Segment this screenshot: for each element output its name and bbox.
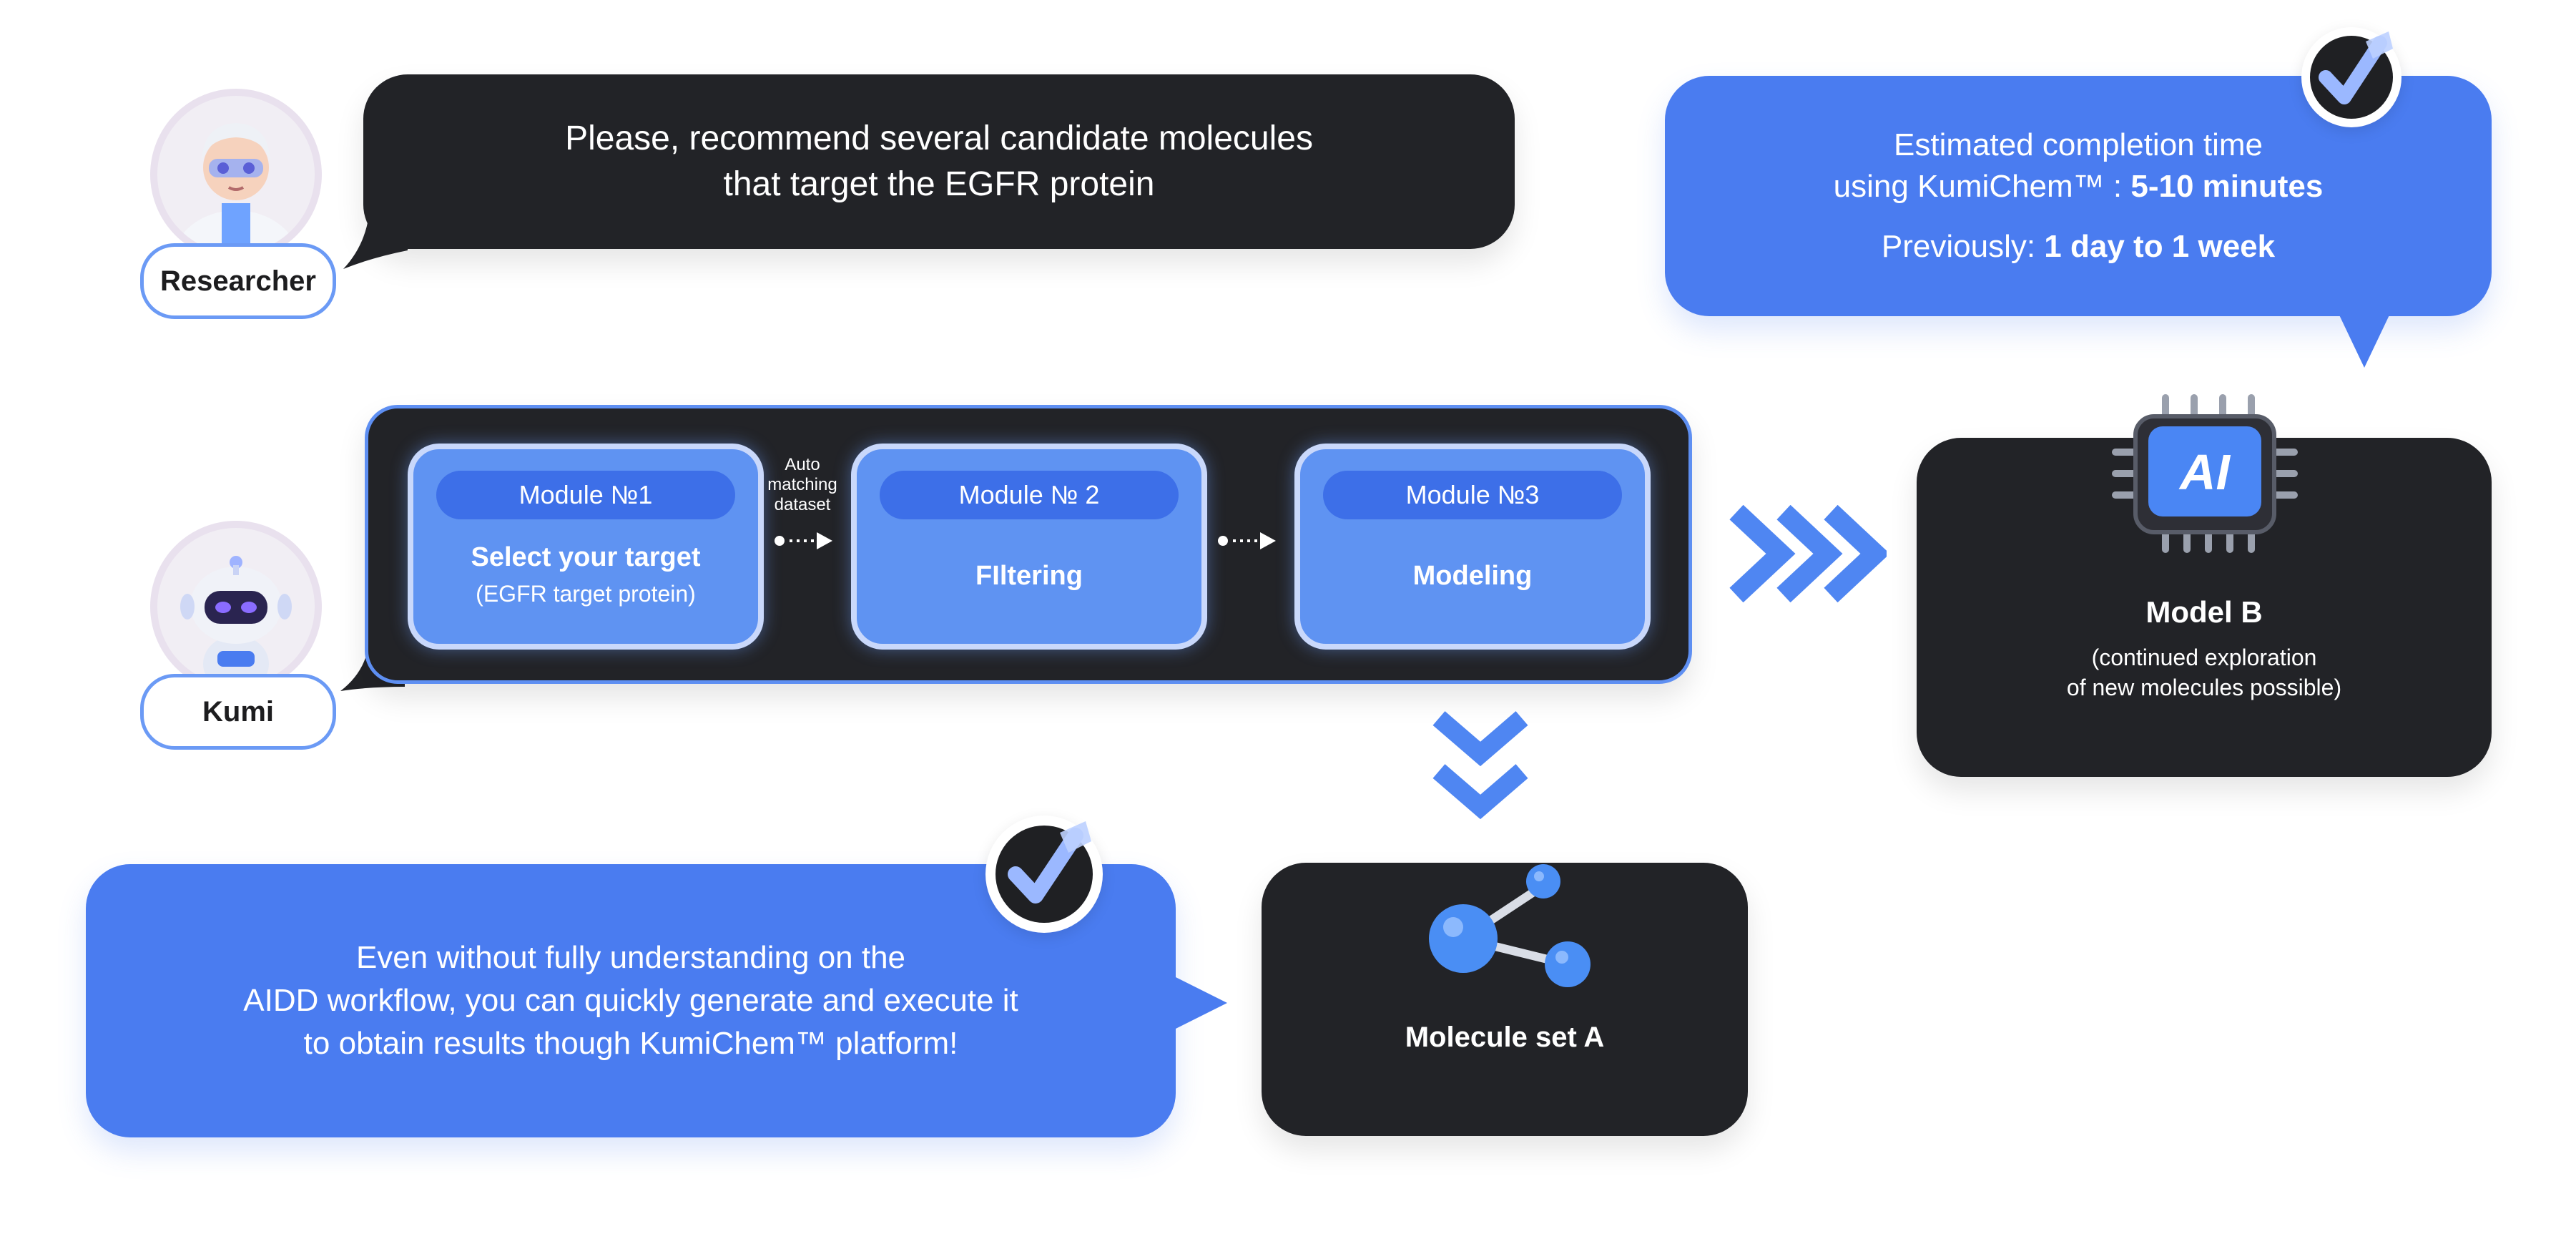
model-b-desc-line-1: (continued exploration bbox=[2091, 645, 2317, 670]
estimate-line-2-bold: 5-10 minutes bbox=[2130, 169, 2324, 204]
module-2-header: Module № 2 bbox=[880, 471, 1179, 519]
checkmark-icon bbox=[996, 821, 1093, 923]
estimate-line-3-bold: 1 day to 1 week bbox=[2044, 229, 2276, 264]
auto-label-line-2: matching bbox=[767, 475, 837, 494]
molecule-icon bbox=[1429, 864, 1591, 987]
aidd-line-2: AIDD workflow, you can quickly generate … bbox=[243, 983, 1018, 1018]
model-b-title: Model B bbox=[2145, 595, 2263, 629]
estimate-bubble: Estimated completion time using KumiChem… bbox=[1665, 76, 2492, 316]
connector-arrow-1-icon bbox=[775, 532, 832, 549]
researcher-bubble-tail bbox=[343, 215, 408, 269]
model-b-desc-line-2: of new molecules possible) bbox=[2066, 675, 2342, 700]
auto-label-line-3: dataset bbox=[774, 495, 831, 514]
connector-arrow-2-icon bbox=[1218, 532, 1276, 549]
chevrons-right-icon bbox=[1729, 505, 1887, 602]
estimate-check-badge bbox=[2301, 27, 2402, 127]
estimate-line-2: using KumiChem™ : 5-10 minutes bbox=[1834, 166, 2324, 207]
module-1-header: Module №1 bbox=[436, 471, 735, 519]
module-3-header: Module №3 bbox=[1323, 471, 1622, 519]
module-2-card[interactable]: Module № 2 FIltering bbox=[851, 444, 1207, 650]
researcher-avatar bbox=[150, 89, 322, 260]
robot-icon bbox=[180, 556, 292, 685]
estimate-line-2-prefix: using KumiChem™ : bbox=[1833, 169, 2131, 204]
module-3-card[interactable]: Module №3 Modeling bbox=[1294, 444, 1651, 650]
module-1-title: Select your target bbox=[471, 542, 701, 572]
estimate-line-3-prefix: Previously: bbox=[1881, 229, 2045, 264]
molecule-set-title: Molecule set A bbox=[1405, 1022, 1605, 1053]
estimate-line-3: Previously: 1 day to 1 week bbox=[1882, 226, 2275, 268]
module-2-title: FIltering bbox=[975, 561, 1083, 591]
researcher-label: Researcher bbox=[140, 243, 336, 319]
kumi-label: Kumi bbox=[140, 674, 336, 750]
module-1-card[interactable]: Module №1 Select your target (EGFR targe… bbox=[408, 444, 764, 650]
module-3-title: Modeling bbox=[1412, 561, 1533, 591]
aidd-bubble-tail bbox=[1170, 974, 1227, 1032]
researcher-figure-icon bbox=[172, 123, 300, 253]
aidd-check-badge bbox=[985, 816, 1103, 933]
researcher-message-bubble: Please, recommend several candidate mole… bbox=[363, 74, 1515, 249]
module-1-subtitle: (EGFR target protein) bbox=[476, 581, 696, 607]
ai-chip-text: AI bbox=[2178, 444, 2231, 500]
auto-label-line-1: Auto bbox=[785, 455, 820, 474]
kumi-avatar bbox=[150, 521, 322, 692]
aidd-line-1: Even without fully understanding on the bbox=[355, 940, 906, 975]
chevrons-down-icon bbox=[1432, 711, 1528, 820]
estimate-line-1: Estimated completion time bbox=[1894, 127, 2263, 162]
model-b-description: (continued exploration of new molecules … bbox=[1917, 642, 2492, 702]
estimate-bubble-tail bbox=[2336, 308, 2393, 368]
molecule-set-card[interactable]: Molecule set A bbox=[1262, 863, 1748, 1136]
checkmark-icon bbox=[2310, 31, 2393, 119]
model-b-card[interactable]: AI Model B (continued exploration of new… bbox=[1917, 394, 2492, 777]
ai-chip-icon: AI bbox=[2112, 394, 2298, 553]
researcher-message-line-1: Please, recommend several candidate mole… bbox=[565, 119, 1313, 157]
aidd-line-3: to obtain results though KumiChem™ platf… bbox=[303, 1026, 958, 1061]
aidd-message-bubble: Even without fully understanding on the … bbox=[86, 864, 1176, 1137]
auto-matching-dataset-label: Auto matching dataset bbox=[758, 455, 847, 515]
researcher-message-line-2: that target the EGFR protein bbox=[723, 165, 1155, 203]
